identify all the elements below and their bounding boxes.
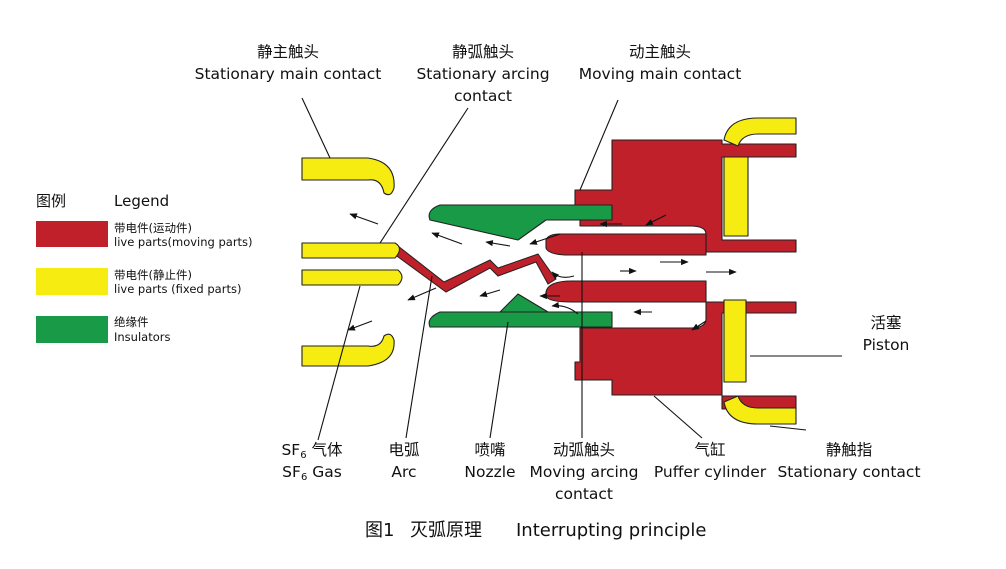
label-nozzle-cn: 喷嘴 [474,441,505,459]
stationary-main-contact-lower [301,333,395,367]
legend-text-live-fixed-en: live parts (fixed parts) [114,282,241,296]
label-puffer-en: Puffer cylinder [654,463,767,481]
label-moving-arcing-en2: contact [555,485,613,503]
insulator-parts [428,204,613,328]
legend-swatch-live-moving [36,221,108,247]
piston-label: 活塞 Piston [863,314,910,354]
label-stationary-main-en: Stationary main contact [195,65,382,83]
legend-title-en: Legend [114,192,169,210]
label-stationary-contact-en: Stationary contact [777,463,920,481]
label-moving-arcing-en1: Moving arcing [530,463,639,481]
legend-swatch-live-fixed [36,268,108,295]
label-nozzle-en: Nozzle [464,463,515,481]
figure-caption: 图1 灭弧原理 Interrupting principle [365,520,706,541]
legend: 图例 Legend 带电件(运动件) live parts(moving par… [36,192,253,344]
arc [393,245,557,293]
piston-lower [723,299,747,383]
label-piston-en: Piston [863,336,910,354]
label-arc-en: Arc [391,463,416,481]
legend-text-live-moving-cn: 带电件(运动件) [114,221,192,235]
legend-text-insulator-cn: 绝缘件 [114,315,149,329]
legend-text-live-fixed-cn: 带电件(静止件) [114,268,192,282]
piston-upper [723,156,749,237]
live-moving-parts [393,139,797,410]
moving-arcing-contact-upper [545,233,707,256]
label-moving-main-en: Moving main contact [579,65,742,83]
caption-cn: 灭弧原理 [410,520,482,541]
label-stationary-contact-cn: 静触指 [826,441,873,459]
top-labels: 静主触头 Stationary main contact 静弧触头 Statio… [195,43,742,105]
stationary-contact-finger-lower [723,395,797,425]
stationary-contact-finger-upper [723,117,797,147]
label-puffer-cn: 气缸 [694,440,725,459]
live-fixed-parts [301,117,797,425]
legend-title-cn: 图例 [36,192,66,210]
label-stationary-arcing-cn: 静弧触头 [452,43,514,61]
stationary-arcing-contact [301,242,401,259]
label-moving-main-cn: 动主触头 [629,43,691,61]
moving-arcing-contact-lower [545,280,707,303]
nozzle-lower [428,293,613,328]
stationary-arcing-contact-lower [301,269,403,286]
nozzle-upper [428,204,613,241]
label-stationary-main-cn: 静主触头 [257,43,319,61]
label-piston-cn: 活塞 [870,314,901,332]
caption-number: 图1 [365,520,394,541]
label-stationary-arcing-en1: Stationary arcing [416,65,549,83]
legend-text-live-moving-en: live parts(moving parts) [114,235,253,249]
legend-text-insulator-en: Insulators [114,330,170,344]
caption-en: Interrupting principle [516,520,706,541]
leader-lines [301,97,842,441]
bottom-labels: SF6 气体 SF6 Gas 电弧 Arc 喷嘴 Nozzle 动弧触头 Mov… [281,440,920,503]
stationary-main-contact-upper [301,157,395,196]
label-sf6-gas-cn: SF6 气体 [281,441,343,461]
label-moving-arcing-cn: 动弧触头 [553,441,615,459]
sf6-gas-flow-arrows [347,213,737,331]
label-stationary-arcing-en2: contact [454,87,512,105]
legend-swatch-insulator [36,316,108,343]
label-arc-cn: 电弧 [388,441,419,459]
label-sf6-gas-en: SF6 Gas [282,463,342,483]
